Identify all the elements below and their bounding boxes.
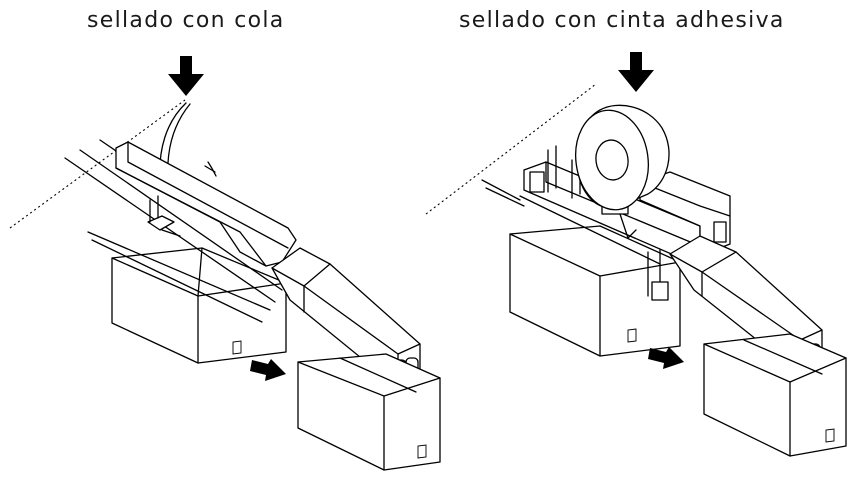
tape-sealing-machine bbox=[425, 52, 847, 457]
glue-sealing-machine bbox=[9, 56, 441, 471]
caption-tape-sealing: sellado con cinta adhesiva bbox=[459, 8, 785, 33]
caption-glue-sealing: sellado con cola bbox=[87, 8, 285, 33]
glue-applicator-head bbox=[147, 195, 181, 237]
carton-box-output bbox=[297, 353, 441, 471]
right-arrow-icon bbox=[648, 347, 684, 369]
machine-upper-guide bbox=[115, 141, 297, 267]
adhesive-tape-roll bbox=[575, 104, 670, 211]
down-arrow-icon bbox=[618, 52, 654, 92]
tape-dotted-guide-line bbox=[425, 83, 597, 215]
carton-box-output bbox=[703, 333, 847, 457]
glue-dotted-guide-line bbox=[9, 99, 186, 229]
down-arrow-icon bbox=[168, 56, 204, 96]
carton-box-under-machine bbox=[111, 247, 287, 364]
right-arrow-icon bbox=[250, 359, 286, 381]
carton-box-under-machine bbox=[509, 225, 681, 357]
